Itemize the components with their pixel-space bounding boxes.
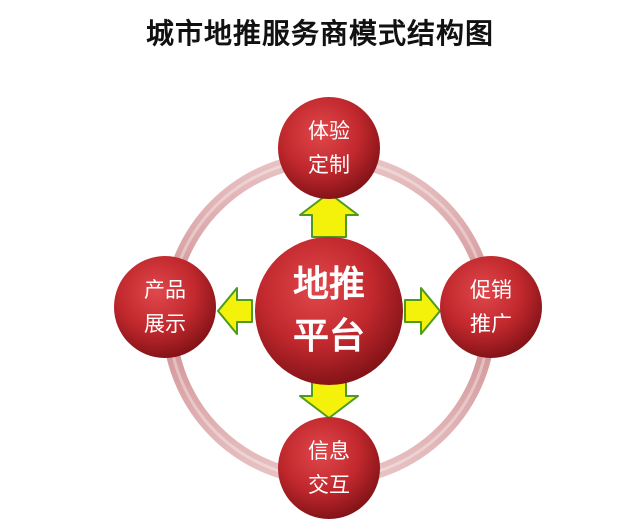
node-center	[255, 237, 403, 385]
node-top-line2: 定制	[308, 153, 350, 177]
center-label: 地推 平台	[259, 259, 399, 363]
node-left-line1: 产品	[144, 278, 186, 302]
center-line1: 地推	[292, 264, 365, 305]
node-right	[440, 256, 542, 358]
node-top-line1: 体验	[308, 119, 350, 143]
node-bottom	[278, 417, 380, 519]
diagram-title: 城市地推服务商模式结构图	[145, 17, 494, 50]
node-top	[278, 97, 380, 199]
node-right-line1: 促销	[470, 278, 512, 302]
node-left	[114, 256, 216, 358]
arrow-left	[217, 287, 253, 335]
arrow-right	[404, 287, 441, 335]
arrow-up	[299, 192, 359, 238]
node-bottom-line1: 信息	[308, 439, 350, 463]
node-bottom-line2: 交互	[308, 473, 350, 497]
node-left-label: 产品 展示	[115, 273, 215, 341]
node-top-label: 体验 定制	[279, 114, 379, 182]
center-line2: 平台	[292, 316, 365, 357]
node-right-line2: 推广	[470, 312, 512, 336]
node-right-label: 促销 推广	[441, 273, 541, 341]
node-bottom-label: 信息 交互	[279, 434, 379, 502]
node-left-line2: 展示	[144, 312, 186, 336]
